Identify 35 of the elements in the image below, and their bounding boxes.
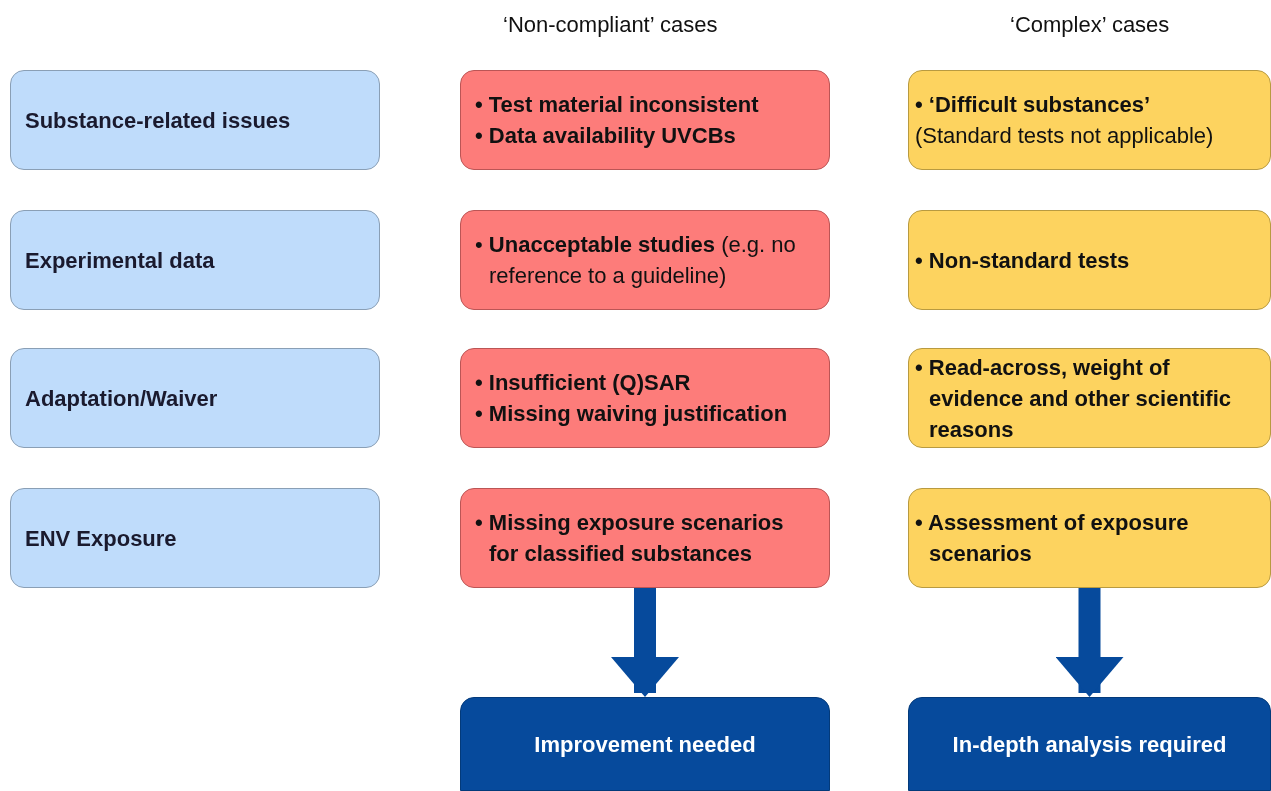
category-box — [10, 488, 380, 588]
case-box — [908, 488, 1271, 588]
box-label: Adaptation/Waiver — [25, 384, 219, 413]
box-label: ENV Exposure — [25, 524, 178, 553]
issue-box — [460, 348, 830, 448]
box-label: Experimental data — [25, 246, 216, 275]
block-arrow — [1055, 588, 1124, 697]
category-box — [10, 348, 380, 448]
case-box — [908, 348, 1271, 448]
case-box — [908, 70, 1271, 170]
bullet-text: • Test material inconsistent — [475, 91, 760, 119]
category-box — [10, 70, 380, 170]
issue-box — [460, 70, 830, 170]
issue-box — [460, 488, 830, 588]
bullet-text: • Non-standard tests — [915, 246, 1131, 275]
box-label: Substance-related issues — [25, 106, 292, 135]
bullet-text: • Data availability UVCBs — [475, 122, 737, 150]
bullet-text: • Read-across, weight of evidence and other scientific reasons — [915, 353, 1232, 444]
bullet-text: • Unacceptable studies (e.g. no reference to a guideline) — [475, 231, 797, 290]
box-label: Improvement needed — [534, 730, 756, 759]
outcome-box — [908, 697, 1271, 791]
box-label: In-depth analysis required — [952, 730, 1227, 759]
bullet-text: • Missing waiving justification — [475, 400, 789, 428]
note-text: (Standard tests not applicable) — [915, 122, 1215, 150]
column-header: ‘Non-compliant’ cases — [503, 12, 718, 38]
bullet-text: • ‘Difficult substances’ — [915, 91, 1152, 119]
issue-box — [460, 210, 830, 310]
case-box — [908, 210, 1271, 310]
category-box — [10, 210, 380, 310]
block-arrow — [611, 588, 679, 697]
bullet-text: • Assessment of exposure scenarios — [915, 509, 1190, 568]
bullet-text: • Insufficient (Q)SAR — [475, 369, 692, 397]
outcome-box — [460, 697, 830, 791]
column-header: ‘Complex’ cases — [1010, 12, 1170, 38]
bullet-text: • Missing exposure scenarios for classified substances — [475, 509, 785, 568]
